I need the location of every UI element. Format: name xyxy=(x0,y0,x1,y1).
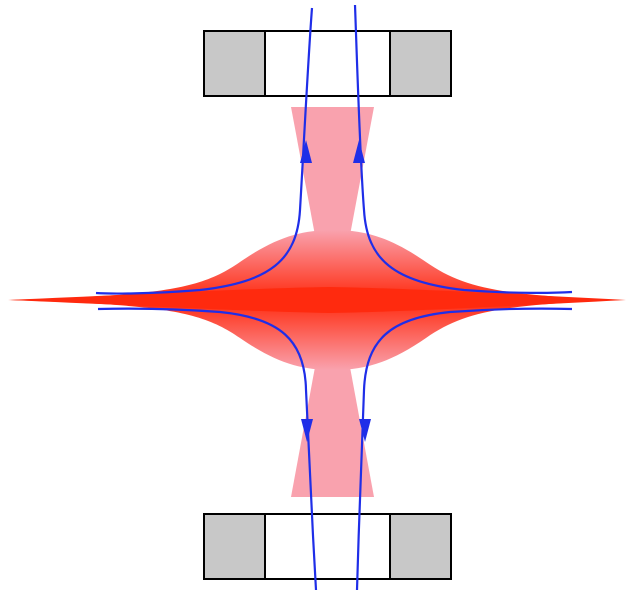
bottom-magnet-gap xyxy=(264,513,391,580)
field-line-lower-left xyxy=(97,307,318,591)
field-line-upper-left xyxy=(95,7,314,295)
lower-cone xyxy=(291,340,374,497)
bottom-magnet-right-block xyxy=(389,513,452,580)
field-line-lower-right xyxy=(355,307,573,591)
arrow-upper-right-icon xyxy=(353,140,365,163)
top-magnet-gap xyxy=(264,30,391,97)
field-line-upper-right xyxy=(353,4,573,294)
arrow-lower-right-icon xyxy=(359,419,371,442)
top-magnet-left-block xyxy=(203,30,266,97)
bottom-magnet xyxy=(203,513,452,580)
bottom-magnet-left-block xyxy=(203,513,266,580)
arrow-upper-left-icon xyxy=(300,140,312,163)
top-magnet-right-block xyxy=(389,30,452,97)
arrow-lower-left-icon xyxy=(301,419,313,442)
upper-cone xyxy=(291,107,374,262)
top-magnet xyxy=(203,30,452,97)
field-lines xyxy=(95,4,573,591)
field-arrows xyxy=(300,140,371,442)
